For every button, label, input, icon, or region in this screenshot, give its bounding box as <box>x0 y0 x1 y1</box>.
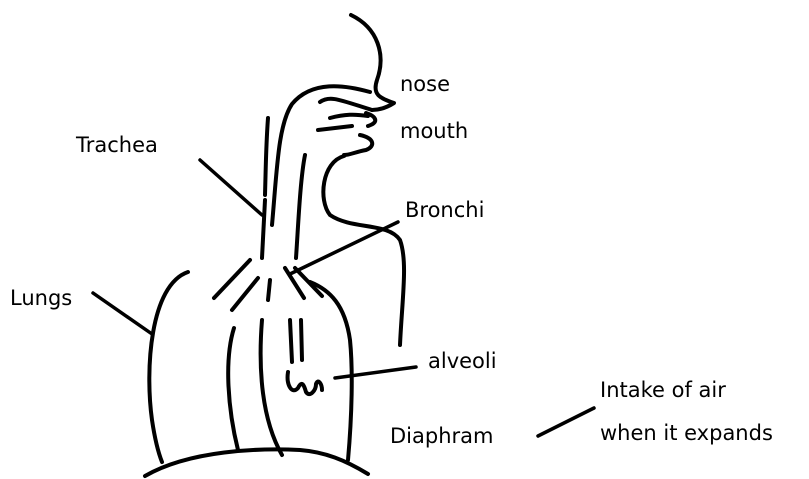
bronchiole-2 <box>301 320 302 360</box>
right-lung-inner <box>261 320 282 455</box>
diaphram-leader <box>538 408 594 436</box>
note-line-1: Intake of air <box>600 378 726 402</box>
head-profile <box>351 15 394 110</box>
bronchi-leader <box>290 222 398 274</box>
note-line-2: when it expands <box>600 421 773 445</box>
lungs-leader <box>93 293 152 334</box>
trachea-right-wall <box>296 155 305 258</box>
label-diaphram: Diaphram <box>390 424 493 448</box>
nasal-passage-upper <box>272 86 370 225</box>
nasal-passage-floor <box>318 126 352 130</box>
bronchiole-1 <box>290 320 292 362</box>
alveoli-leader <box>335 367 416 378</box>
bronchus-left-outer-2 <box>232 278 258 310</box>
mouth-roof-line <box>330 115 368 118</box>
label-mouth: mouth <box>400 119 468 143</box>
right-lung-outer <box>310 282 352 460</box>
label-alveoli: alveoli <box>428 349 497 373</box>
lower-lip <box>344 135 372 155</box>
trachea-left-wall <box>262 200 265 258</box>
label-trachea: Trachea <box>75 133 158 157</box>
alveoli-cluster <box>288 372 322 394</box>
diaphragm <box>145 449 368 476</box>
label-bronchi: Bronchi <box>405 198 484 222</box>
label-nose: nose <box>400 72 450 96</box>
throat-back-left <box>265 118 268 195</box>
trachea-leader <box>200 160 262 215</box>
nostril <box>320 99 372 110</box>
left-lung-inner <box>228 328 238 450</box>
bronchus-left-inner <box>268 280 270 300</box>
left-lung-outer <box>149 272 188 462</box>
label-lungs: Lungs <box>10 286 72 310</box>
